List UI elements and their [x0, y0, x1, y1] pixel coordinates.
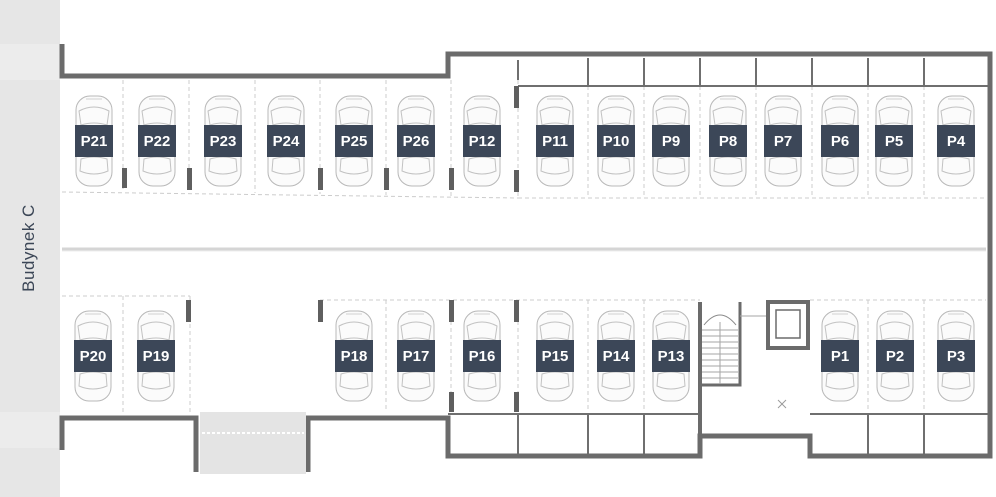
parking-spot-p6[interactable]: P6 [821, 125, 859, 157]
outer-walls [59, 44, 993, 472]
stairs-icon [698, 300, 810, 436]
parking-spot-p16[interactable]: P16 [463, 340, 501, 372]
storage-cells-bottom [448, 413, 988, 454]
parking-spot-p21[interactable]: P21 [75, 125, 113, 157]
parking-spot-p19[interactable]: P19 [137, 340, 175, 372]
ramp-icon [200, 412, 306, 474]
parking-spot-p24[interactable]: P24 [267, 125, 305, 157]
parking-spot-p25[interactable]: P25 [335, 125, 373, 157]
parking-spot-p9[interactable]: P9 [652, 125, 690, 157]
parking-spot-p13[interactable]: P13 [652, 340, 690, 372]
top-stall-lines [61, 80, 986, 199]
parking-spot-p5[interactable]: P5 [875, 125, 913, 157]
storage-cells-top [517, 58, 988, 87]
parking-spot-p11[interactable]: P11 [536, 125, 574, 157]
parking-spot-p3[interactable]: P3 [937, 340, 975, 372]
parking-spot-p12[interactable]: P12 [463, 125, 501, 157]
parking-spot-p20[interactable]: P20 [74, 340, 112, 372]
parking-spot-p8[interactable]: P8 [709, 125, 747, 157]
parking-spot-p26[interactable]: P26 [397, 125, 435, 157]
parking-spot-p4[interactable]: P4 [937, 125, 975, 157]
building-c-label: Budynek C [19, 204, 38, 292]
parking-spot-p23[interactable]: P23 [204, 125, 242, 157]
parking-spot-p17[interactable]: P17 [397, 340, 435, 372]
parking-spot-p18[interactable]: P18 [335, 340, 373, 372]
bottom-stall-lines [62, 295, 986, 412]
parking-spot-p2[interactable]: P2 [876, 340, 914, 372]
parking-spot-p10[interactable]: P10 [597, 125, 635, 157]
parking-spot-p1[interactable]: P1 [821, 340, 859, 372]
wall-stubs [122, 86, 519, 412]
parking-spot-p14[interactable]: P14 [597, 340, 635, 372]
parking-spot-p7[interactable]: P7 [764, 125, 802, 157]
parking-spot-p15[interactable]: P15 [536, 340, 574, 372]
parking-spot-p22[interactable]: P22 [138, 125, 176, 157]
